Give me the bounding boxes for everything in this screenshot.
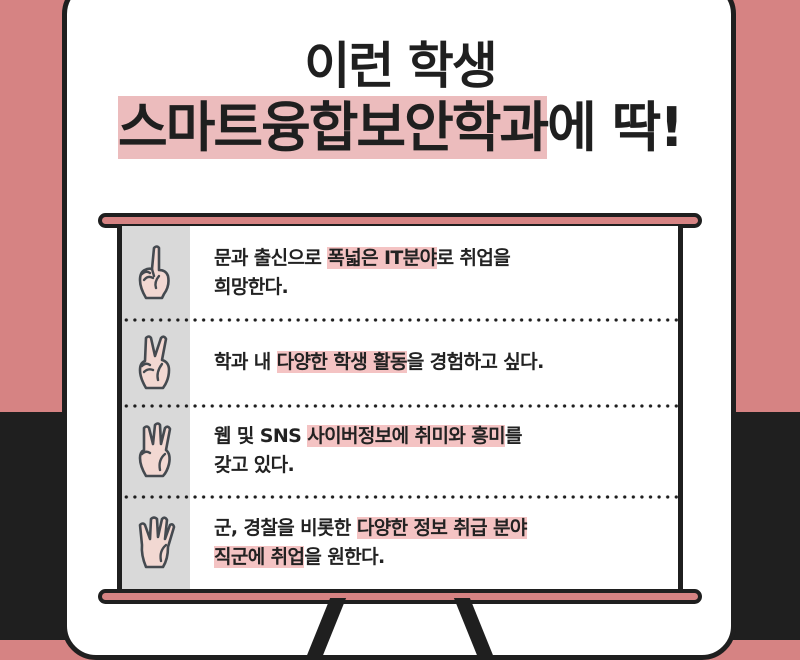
text-segment: 를 [505,425,522,447]
text-segment: 갖고 있다. [214,454,295,476]
item-4-line-2: 직군에 취업을 원한다. [214,543,527,572]
item-2-line-1: 학과 내 다양한 학생 활동을 경험하고 싶다. [214,348,544,377]
hand-four-fingers-icon [138,516,176,569]
highlight-segment: 다양한 정보 취급 분야 [356,517,527,539]
checklist-item-1: 문과 출신으로 폭넓은 IT분야로 취업을 희망한다. [122,226,678,322]
text-segment: 로 취업을 [436,247,511,269]
text-segment: 군, 경찰을 비롯한 [214,517,357,539]
item-1-line-2: 희망한다. [214,273,510,302]
text-segment: 웹 및 SNS [214,425,308,447]
item-3-text: 웹 및 SNS 사이버정보에 취미와 흥미를 갖고 있다. [214,422,522,480]
hand-three-fingers-icon [138,422,172,478]
checklist-board: 문과 출신으로 폭넓은 IT분야로 취업을 희망한다. 학과 내 다양한 학생 … [117,226,683,592]
title-department-highlight: 스마트융합보안학과 [118,96,549,159]
dotted-divider [122,404,678,408]
text-segment: 문과 출신으로 [214,247,328,269]
hand-one-finger-icon [138,245,170,300]
board-bottom-rod [98,589,702,604]
title-text-1: 이런 학생 [304,37,497,95]
item-3-line-1: 웹 및 SNS 사이버정보에 취미와 흥미를 [214,422,522,451]
item-4-line-1: 군, 경찰을 비롯한 다양한 정보 취급 분야 [214,514,527,543]
highlight-segment: 직군에 취업 [214,546,305,568]
hand-two-fingers-icon [138,335,171,390]
title-line-2: 스마트융합보안학과에 딱! [0,96,800,159]
highlight-segment: 사이버정보에 취미와 흥미 [307,425,506,447]
checklist-item-2: 학과 내 다양한 학생 활동을 경험하고 싶다. [122,320,678,408]
text-segment: 학과 내 [214,351,277,373]
item-2-text: 학과 내 다양한 학생 활동을 경험하고 싶다. [214,348,544,377]
dotted-divider [122,495,678,499]
title-text-2-rest: 에 딱! [547,96,684,159]
text-segment: 을 원한다. [304,546,385,568]
title-line-1: 이런 학생 [0,38,800,94]
item-1-line-1: 문과 출신으로 폭넓은 IT분야로 취업을 [214,244,511,273]
item-3-line-2: 갖고 있다. [214,451,522,480]
highlight-segment: 폭넓은 IT분야 [327,247,437,269]
item-1-text: 문과 출신으로 폭넓은 IT분야로 취업을 희망한다. [214,244,511,302]
checklist-item-4: 군, 경찰을 비롯한 다양한 정보 취급 분야 직군에 취업을 원한다. [122,497,678,592]
highlight-segment: 다양한 학생 활동 [276,351,407,373]
text-segment: 을 경험하고 싶다. [406,351,544,373]
dotted-divider [122,318,678,322]
text-segment: 희망한다. [214,276,289,298]
checklist-item-3: 웹 및 SNS 사이버정보에 취미와 흥미를 갖고 있다. [122,406,678,499]
item-4-text: 군, 경찰을 비롯한 다양한 정보 취급 분야 직군에 취업을 원한다. [214,514,527,572]
